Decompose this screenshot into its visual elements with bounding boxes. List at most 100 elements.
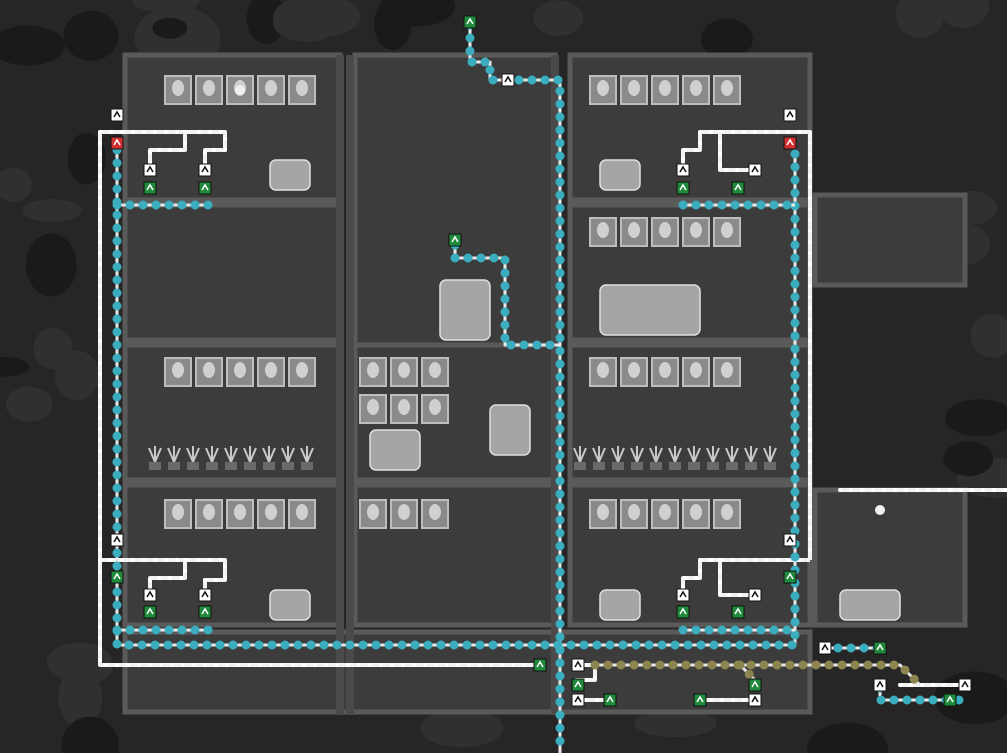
pipe-out-port-icon[interactable]: [818, 641, 832, 655]
planter-box: [149, 462, 161, 470]
port-arrow: [751, 165, 759, 173]
port-arrow: [679, 607, 687, 615]
pipe-in-port-icon[interactable]: [943, 693, 957, 707]
rock-tile: [970, 313, 1007, 358]
pipe-out-port-icon[interactable]: [676, 588, 690, 602]
painting-icon: [651, 499, 679, 529]
port-arrow: [751, 680, 759, 688]
pipe-blocked-port-icon[interactable]: [783, 136, 797, 150]
painting-figure: [628, 504, 640, 520]
room: [122, 202, 343, 343]
port-arrow: [504, 75, 512, 83]
gas-pipe-flow: [718, 130, 757, 172]
pipe-in-port-icon[interactable]: [873, 641, 887, 655]
pipe-out-port-icon[interactable]: [110, 108, 124, 122]
pipe-out-port-icon[interactable]: [783, 533, 797, 547]
rock-tile: [152, 17, 188, 39]
port-box: [818, 641, 832, 655]
painting-figure: [172, 362, 184, 378]
pipe-out-port-icon[interactable]: [748, 588, 762, 602]
pipe-out-port-icon[interactable]: [143, 163, 157, 177]
planter-box: [726, 462, 738, 470]
pipe-out-port-icon[interactable]: [198, 163, 212, 177]
pipe-in-port-icon[interactable]: [533, 658, 547, 672]
planter-box: [263, 462, 275, 470]
port-arrow: [786, 535, 794, 543]
port-box: [501, 73, 515, 87]
pipe-in-port-icon[interactable]: [198, 605, 212, 619]
ladder: [551, 55, 559, 715]
pipe-out-port-icon[interactable]: [958, 678, 972, 692]
plant-icon: [649, 446, 663, 463]
pipe-blocked-port-icon[interactable]: [110, 136, 124, 150]
pipe-in-port-icon[interactable]: [463, 15, 477, 29]
pipe-out-port-icon[interactable]: [873, 678, 887, 692]
port-box: [873, 678, 887, 692]
machine-icon: [489, 404, 531, 456]
room: [352, 482, 558, 628]
painting-figure: [597, 362, 609, 378]
port-arrow: [696, 695, 704, 703]
painting-figure: [265, 362, 277, 378]
pipe-out-port-icon[interactable]: [783, 108, 797, 122]
rock-tile: [63, 10, 119, 61]
pipe-in-port-icon[interactable]: [143, 605, 157, 619]
pipe-out-port-icon[interactable]: [748, 163, 762, 177]
pipe-out-port-icon[interactable]: [110, 533, 124, 547]
planter-box: [631, 462, 643, 470]
pipe-in-port-icon[interactable]: [731, 181, 745, 195]
pipe-out-port-icon[interactable]: [748, 693, 762, 707]
pipe-out-port-icon[interactable]: [676, 163, 690, 177]
gas-pipe-flow: [148, 558, 187, 597]
port-box: [143, 588, 157, 602]
plant-icon: [205, 446, 219, 463]
pipe-in-port-icon[interactable]: [748, 678, 762, 692]
pipe-out-port-icon[interactable]: [571, 658, 585, 672]
painting-figure: [367, 504, 379, 520]
pipe-in-port-icon[interactable]: [693, 693, 707, 707]
port-arrow: [113, 535, 121, 543]
pipe-in-port-icon[interactable]: [603, 693, 617, 707]
port-layer[interactable]: [110, 15, 972, 707]
rock-tile: [33, 327, 73, 370]
planter-box: [612, 462, 624, 470]
planter-box: [225, 462, 237, 470]
pipe-out-port-icon[interactable]: [571, 693, 585, 707]
port-arrow: [113, 572, 121, 580]
pipe-out-port-icon[interactable]: [198, 588, 212, 602]
port-arrow: [679, 165, 687, 173]
pipe-in-port-icon[interactable]: [110, 570, 124, 584]
pipe-in-port-icon[interactable]: [448, 233, 462, 247]
painting-figure: [721, 222, 733, 238]
pipe-out-port-icon[interactable]: [143, 588, 157, 602]
machine-icon: [269, 159, 311, 191]
pipe-in-port-icon[interactable]: [731, 605, 745, 619]
port-box: [110, 570, 124, 584]
painting-figure: [721, 504, 733, 520]
port-box: [676, 588, 690, 602]
lamp-icon: [875, 505, 885, 515]
machine-icon: [369, 429, 421, 471]
port-arrow: [961, 680, 969, 688]
port-box: [783, 108, 797, 122]
port-arrow: [146, 165, 154, 173]
pipe-layer[interactable]: [98, 20, 1007, 753]
painting-figure: [203, 80, 215, 96]
pipe-in-port-icon[interactable]: [676, 181, 690, 195]
port-box: [676, 181, 690, 195]
pipe-out-port-icon[interactable]: [501, 73, 515, 87]
plant-icon: [706, 446, 720, 463]
pipe-in-port-icon[interactable]: [143, 181, 157, 195]
painting-figure: [690, 222, 702, 238]
pipe-in-port-icon[interactable]: [783, 570, 797, 584]
pipe-in-port-icon[interactable]: [198, 181, 212, 195]
rock-tile: [533, 0, 584, 37]
pipe-in-port-icon[interactable]: [571, 678, 585, 692]
port-box: [571, 693, 585, 707]
pipe-in-port-icon[interactable]: [676, 605, 690, 619]
machine-icon: [599, 589, 641, 621]
port-arrow: [536, 660, 544, 668]
port-box: [693, 693, 707, 707]
